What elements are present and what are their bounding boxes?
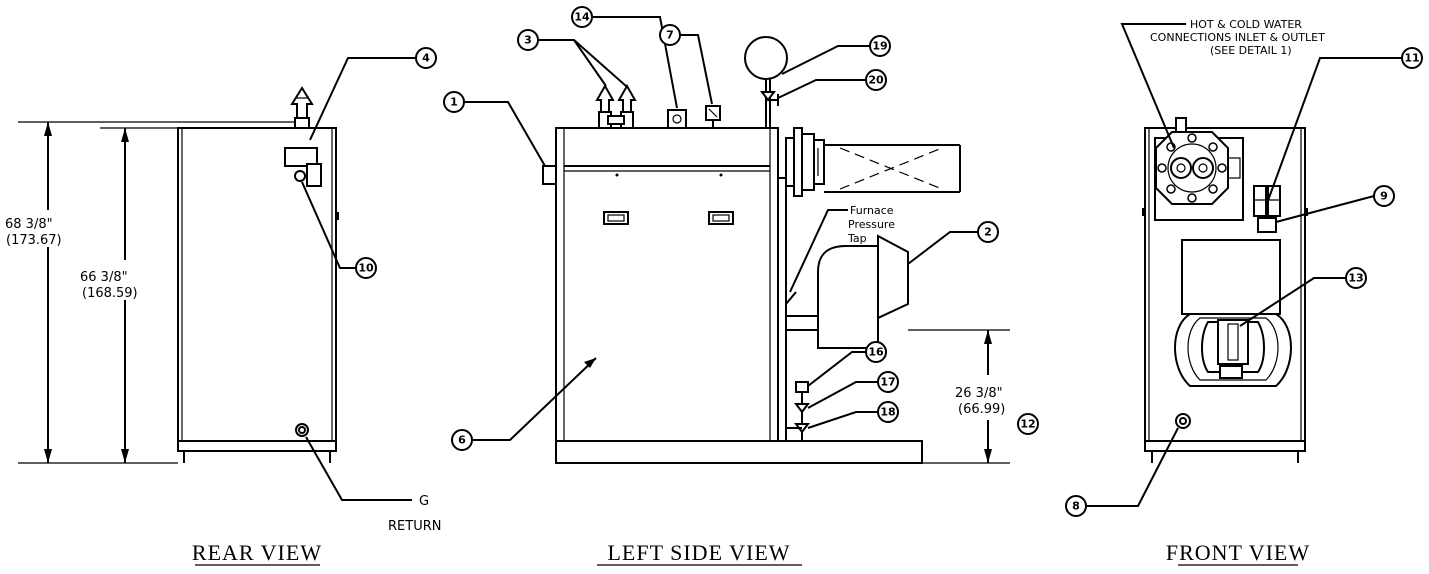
- callout-4: [415, 47, 437, 69]
- front-view: 8 13 9 11 HOT & COLD WATER CONNECTIONS I…: [1065, 18, 1423, 566]
- furnace-tap-line1: Furnace: [850, 204, 894, 217]
- svg-text:18: 18: [880, 406, 895, 419]
- water-note-line2: CONNECTIONS INLET & OUTLET: [1150, 31, 1325, 44]
- furnace-tap-line3: Tap: [847, 232, 867, 245]
- svg-text:20: 20: [868, 74, 884, 87]
- callout-9: [1373, 185, 1395, 207]
- callout-18: [877, 401, 899, 423]
- rear-view: 68 3/8" (173.67) 66 3/8" (168.59) 4 10 G…: [5, 47, 441, 566]
- overall-height-imperial: 68 3/8": [5, 217, 53, 232]
- return-label-g: G: [419, 494, 429, 509]
- callout-7: [659, 24, 681, 46]
- callout-10: [355, 257, 377, 279]
- svg-text:6: 6: [458, 434, 466, 447]
- furnace-tap-line2: Pressure: [848, 218, 895, 231]
- callout-1: [443, 91, 465, 113]
- callout-11: [1401, 47, 1423, 69]
- flue-height-metric: (66.99): [958, 402, 1005, 417]
- svg-text:16: 16: [868, 346, 884, 359]
- expansion-tank: [744, 36, 788, 80]
- front-burner-housing: [1181, 239, 1281, 315]
- water-note-line3: (SEE DETAIL 1): [1210, 44, 1292, 57]
- burner-housing: [817, 245, 879, 349]
- left-side-view: Furnace Pressure Tap 26 3/8" (66.99) 12 …: [443, 6, 1039, 566]
- rear-base: [177, 440, 337, 452]
- svg-text:17: 17: [880, 376, 895, 389]
- callout-12: [1017, 413, 1039, 435]
- body-height-metric: (168.59): [82, 286, 138, 301]
- svg-text:14: 14: [574, 11, 590, 24]
- svg-text:11: 11: [1404, 52, 1419, 65]
- left-side-view-title: LEFT SIDE VIEW: [607, 540, 790, 565]
- callout-19: [869, 35, 891, 57]
- svg-text:8: 8: [1072, 500, 1080, 513]
- svg-text:1: 1: [450, 96, 458, 109]
- flue-height-imperial: 26 3/8": [955, 386, 1003, 401]
- callout-2: [977, 221, 999, 243]
- svg-text:2: 2: [984, 226, 992, 239]
- callout-14: [571, 6, 593, 28]
- body-height-imperial: 66 3/8": [80, 270, 128, 285]
- side-base: [555, 440, 923, 464]
- front-base: [1144, 440, 1306, 452]
- callout-20: [865, 69, 887, 91]
- rear-view-title: REAR VIEW: [192, 540, 322, 565]
- callout-16: [865, 341, 887, 363]
- rear-control-box: [284, 147, 318, 167]
- svg-text:19: 19: [872, 40, 887, 53]
- callout-6: [451, 429, 473, 451]
- svg-text:4: 4: [422, 52, 430, 65]
- svg-text:12: 12: [1020, 418, 1035, 431]
- water-note-line1: HOT & COLD WATER: [1190, 18, 1302, 31]
- callout-17: [877, 371, 899, 393]
- svg-text:7: 7: [666, 29, 674, 42]
- return-label: RETURN: [388, 519, 441, 534]
- side-cabinet: [555, 127, 779, 442]
- front-view-title: FRONT VIEW: [1166, 540, 1310, 565]
- overall-height-metric: (173.67): [6, 233, 62, 248]
- svg-text:9: 9: [1380, 190, 1388, 203]
- callout-8: [1065, 495, 1087, 517]
- callout-13: [1345, 267, 1367, 289]
- svg-text:10: 10: [358, 262, 374, 275]
- callout-3: [517, 29, 539, 51]
- svg-text:13: 13: [1348, 272, 1363, 285]
- svg-text:3: 3: [524, 34, 532, 47]
